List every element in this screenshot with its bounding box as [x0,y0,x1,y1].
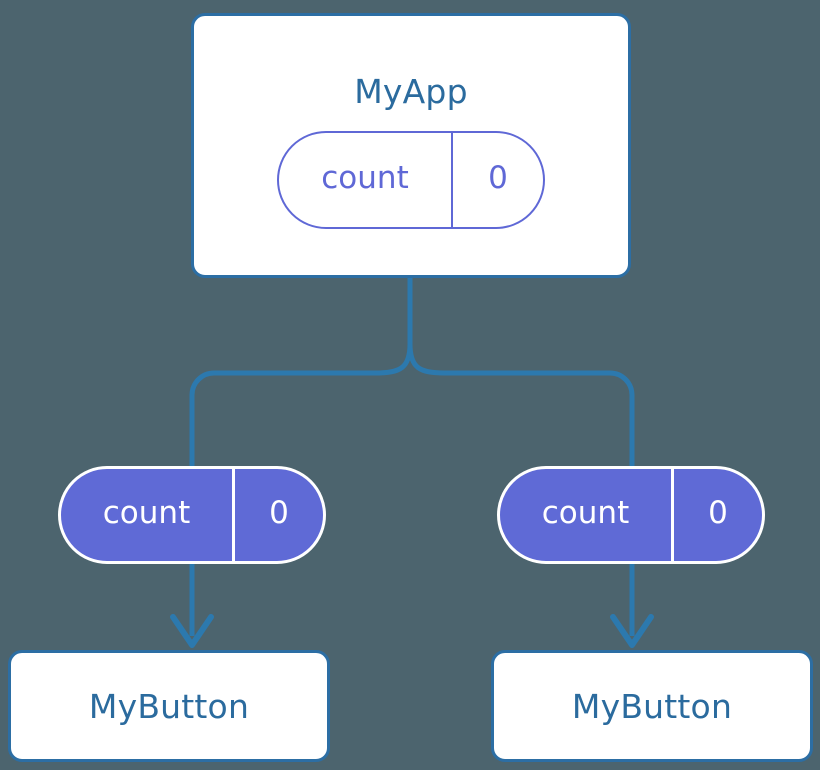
arrowhead-left [170,614,214,648]
prop-pill-right-count[interactable]: count 0 [497,466,765,564]
arrowhead-right [610,614,654,648]
state-pill-key: count [321,160,409,196]
state-pill-value: 0 [451,133,543,227]
state-pill-myapp-count[interactable]: count 0 [277,131,545,229]
component-title-mybutton-left: MyButton [88,686,250,726]
component-title-mybutton-right: MyButton [571,686,733,726]
prop-pill-value: 0 [671,469,762,561]
prop-pill-key: count [102,495,191,531]
connector-split-right [407,343,635,467]
component-box-mybutton-left[interactable]: MyButton [8,650,330,762]
connector-split-left [189,343,413,467]
prop-pill-value: 0 [232,469,323,561]
component-title-myapp: MyApp [354,72,468,111]
prop-pill-key: count [541,495,630,531]
component-box-mybutton-right[interactable]: MyButton [491,650,813,762]
prop-pill-left-count[interactable]: count 0 [58,466,326,564]
